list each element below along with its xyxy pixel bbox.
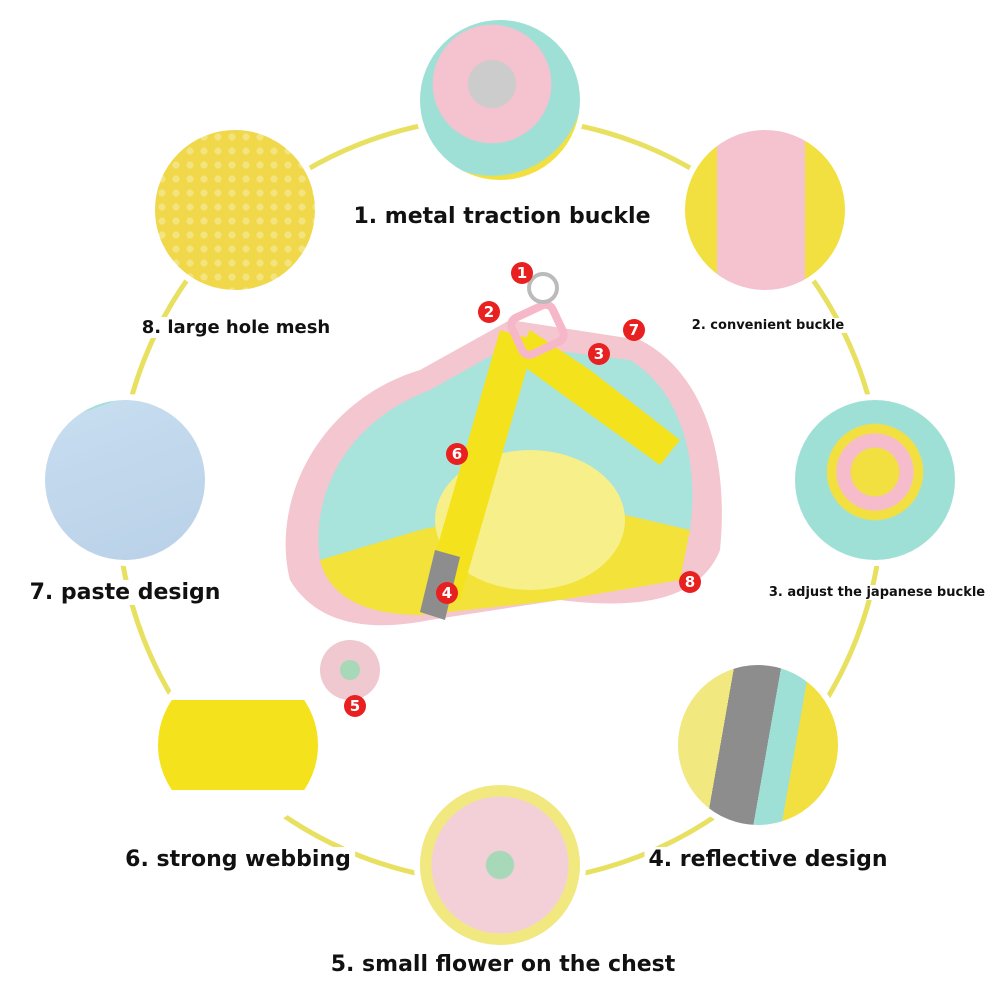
square-buckle-photo (789, 394, 961, 566)
side-release-buckle-photo (679, 124, 851, 296)
marker-5: 5 (344, 695, 366, 717)
flower-center (340, 660, 360, 680)
paste-fabric-photo (39, 394, 211, 566)
japanese-buckle (507, 300, 568, 359)
metal-d-ring (527, 272, 559, 304)
mesh-photo (149, 124, 321, 296)
feature-label-2: 2. convenient buckle (687, 318, 849, 333)
feature-label-8: 8. large hole mesh (137, 317, 335, 338)
marker-7: 7 (623, 319, 645, 341)
feature-label-4: 4. reflective design (644, 847, 892, 872)
feature-label-1: 1. metal traction buckle (349, 204, 655, 229)
webbing-strap (425, 330, 535, 600)
feature-label-6: 6. strong webbing (121, 847, 355, 872)
reflective-strip-photo (672, 659, 844, 831)
feature-label-3: 3. adjust the japanese buckle (764, 585, 990, 600)
marker-4: 4 (436, 582, 458, 604)
marker-2: 2 (478, 301, 500, 323)
adjust-strap (515, 330, 680, 465)
feature-label-7: 7. paste design (25, 580, 225, 605)
harness-illustration (285, 272, 722, 700)
feature-label-5: 5. small flower on the chest (326, 952, 680, 977)
webbing-photo (152, 659, 324, 831)
marker-1: 1 (511, 262, 533, 284)
flower-photo (414, 779, 586, 951)
metal-buckle-photo (414, 14, 586, 186)
marker-6: 6 (446, 443, 468, 465)
marker-8: 8 (679, 571, 701, 593)
marker-3: 3 (588, 343, 610, 365)
